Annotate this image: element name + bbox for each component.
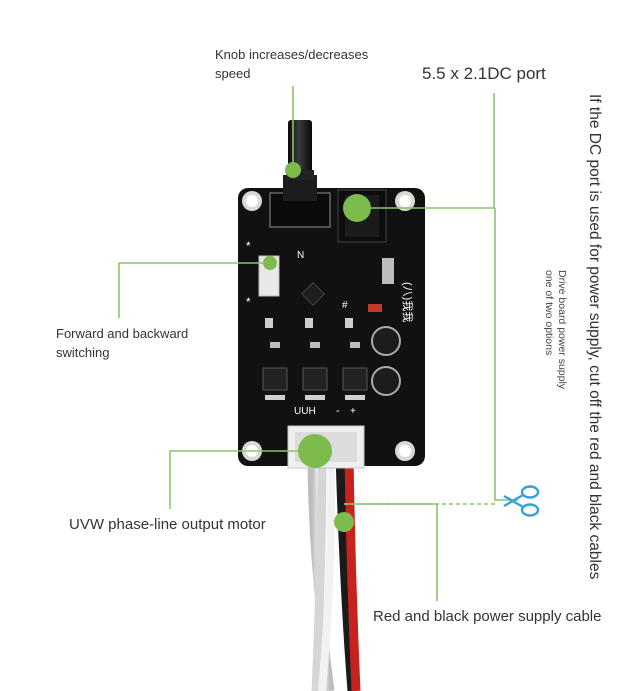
uvw-callout-line <box>169 450 315 509</box>
knob-label-line2: speed <box>215 66 251 81</box>
ic-chip <box>300 281 326 307</box>
minus-mark: - <box>336 405 340 417</box>
callout-dots <box>263 162 371 532</box>
plus-mark: + <box>350 406 356 417</box>
white-wire-3 <box>318 454 336 691</box>
dc-port-dot <box>343 194 371 222</box>
power-cable-dot <box>334 512 354 532</box>
forward-label-line1: Forward and backward <box>56 326 189 341</box>
power-cable-label: Red and black power supply cable <box>373 608 602 625</box>
capacitors <box>371 326 401 396</box>
power-cable-callout-line <box>344 503 438 601</box>
uuh-label: UUH <box>294 406 316 417</box>
white-wire-2 <box>311 454 327 691</box>
drive-note-line1: Drive board power supply <box>556 270 568 390</box>
wire-bundle <box>307 454 361 691</box>
star-top-mark: * <box>246 239 251 253</box>
switch-dot <box>263 256 277 270</box>
chip-text: (八)我我 <box>401 282 414 322</box>
dc-port-callout-line <box>357 93 495 209</box>
drive-note-line2: one of two options <box>543 270 555 356</box>
forward-label-line2: switching <box>56 345 110 360</box>
dc-to-scissor-line <box>494 208 518 501</box>
smd-parts <box>265 258 394 348</box>
dc-note-vertical: If the DC port is used for power supply,… <box>586 94 603 580</box>
knob-dot <box>285 162 301 178</box>
pcb-board <box>238 120 425 469</box>
dc-port-label: 5.5 x 2.1DC port <box>422 64 546 83</box>
mosfets <box>262 367 368 400</box>
uvw-dot <box>298 434 332 468</box>
hash-mark: # <box>342 300 348 311</box>
red-wire <box>344 454 361 691</box>
scissors-icon <box>503 485 540 517</box>
n-mark: N <box>297 250 304 261</box>
black-wire <box>335 454 357 691</box>
switch-callout-line <box>118 262 268 318</box>
knob-label-line1: Knob increases/decreases <box>215 47 369 62</box>
star-bottom-mark: * <box>246 295 251 309</box>
uvw-label: UVW phase-line output motor <box>69 516 266 533</box>
